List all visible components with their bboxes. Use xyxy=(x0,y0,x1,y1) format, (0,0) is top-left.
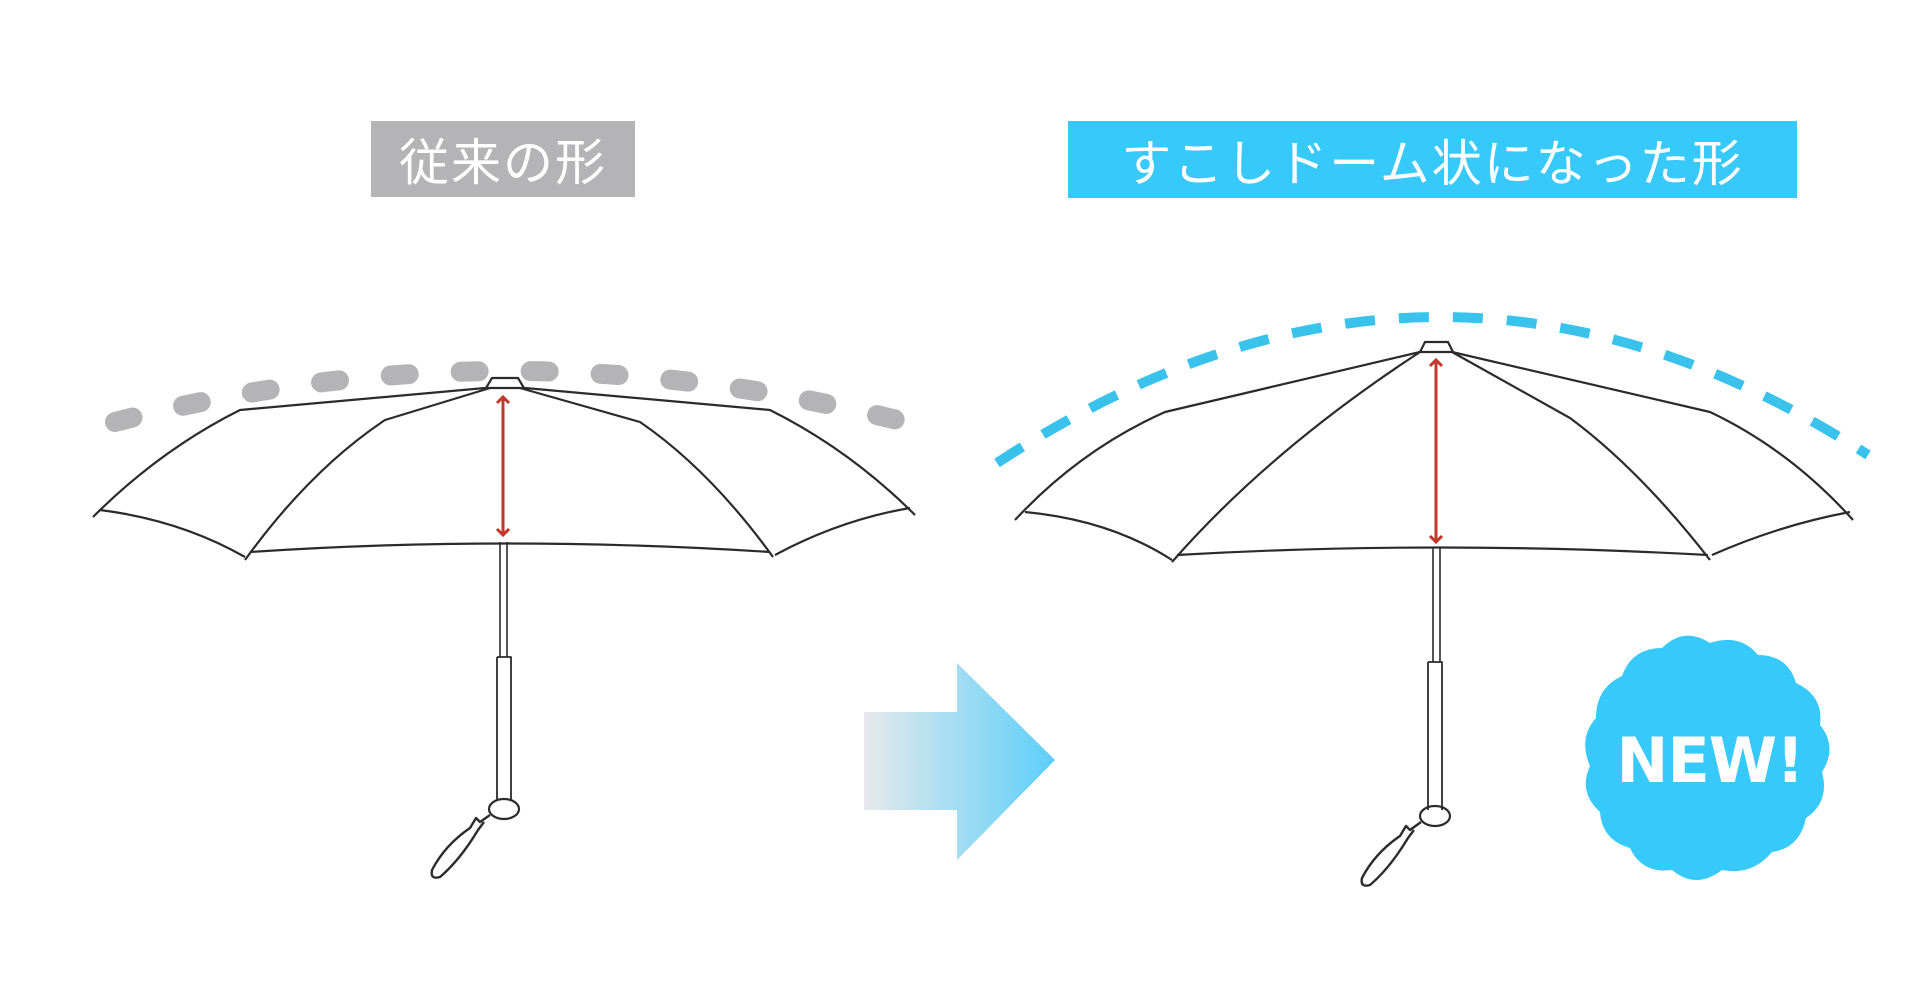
dome-umbrella-illustration xyxy=(994,312,1871,887)
new-badge-label: NEW! xyxy=(1616,723,1805,797)
conventional-shape-label: 従来の形 xyxy=(371,121,635,197)
dome-shape-label: すこしドーム状になった形 xyxy=(1068,121,1797,198)
conventional-umbrella-illustration xyxy=(92,361,916,879)
new-badge-icon xyxy=(1585,635,1830,880)
dome-outline-dashes xyxy=(994,312,1871,468)
transition-arrow-icon xyxy=(864,663,1055,860)
